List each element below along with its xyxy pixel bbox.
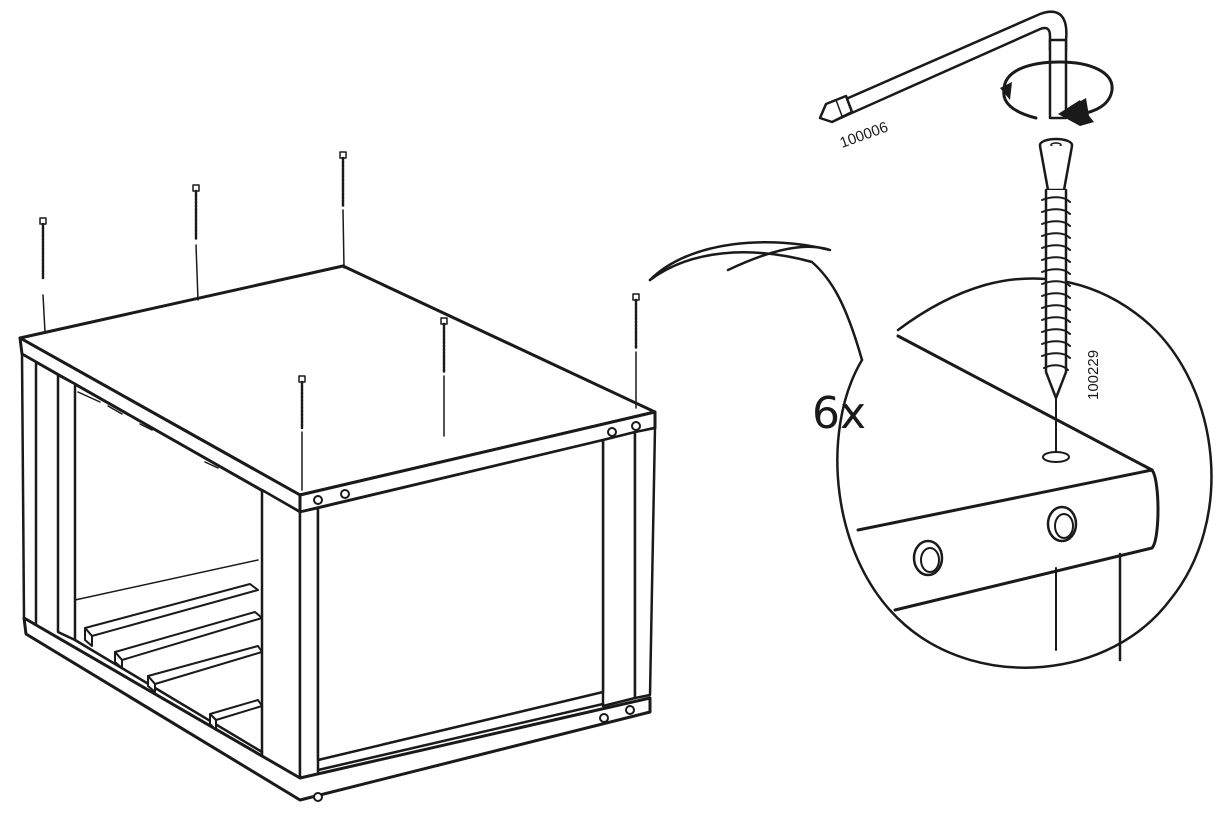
screw-icon — [1038, 137, 1074, 453]
allen-key-icon — [818, 10, 1068, 124]
screw-icon — [339, 151, 347, 269]
quantity-label: 6x — [812, 388, 866, 439]
zoomed-panel-corner — [856, 334, 1160, 662]
screws-above-cabinet — [39, 151, 640, 491]
screw-icon — [298, 375, 306, 491]
allen-key-part-number: 100006 — [838, 119, 891, 152]
screw-icon — [440, 317, 448, 437]
detail-callout — [648, 240, 1213, 669]
edge-holes — [313, 421, 641, 802]
screw-part-number: 100229 — [1085, 350, 1102, 400]
screw-icon — [39, 217, 47, 333]
cabinet-frame — [18, 264, 657, 802]
rotate-clockwise-icon — [1000, 60, 1114, 126]
screw-icon — [192, 184, 200, 301]
screw-icon — [632, 293, 640, 409]
floor-rails — [74, 559, 263, 731]
